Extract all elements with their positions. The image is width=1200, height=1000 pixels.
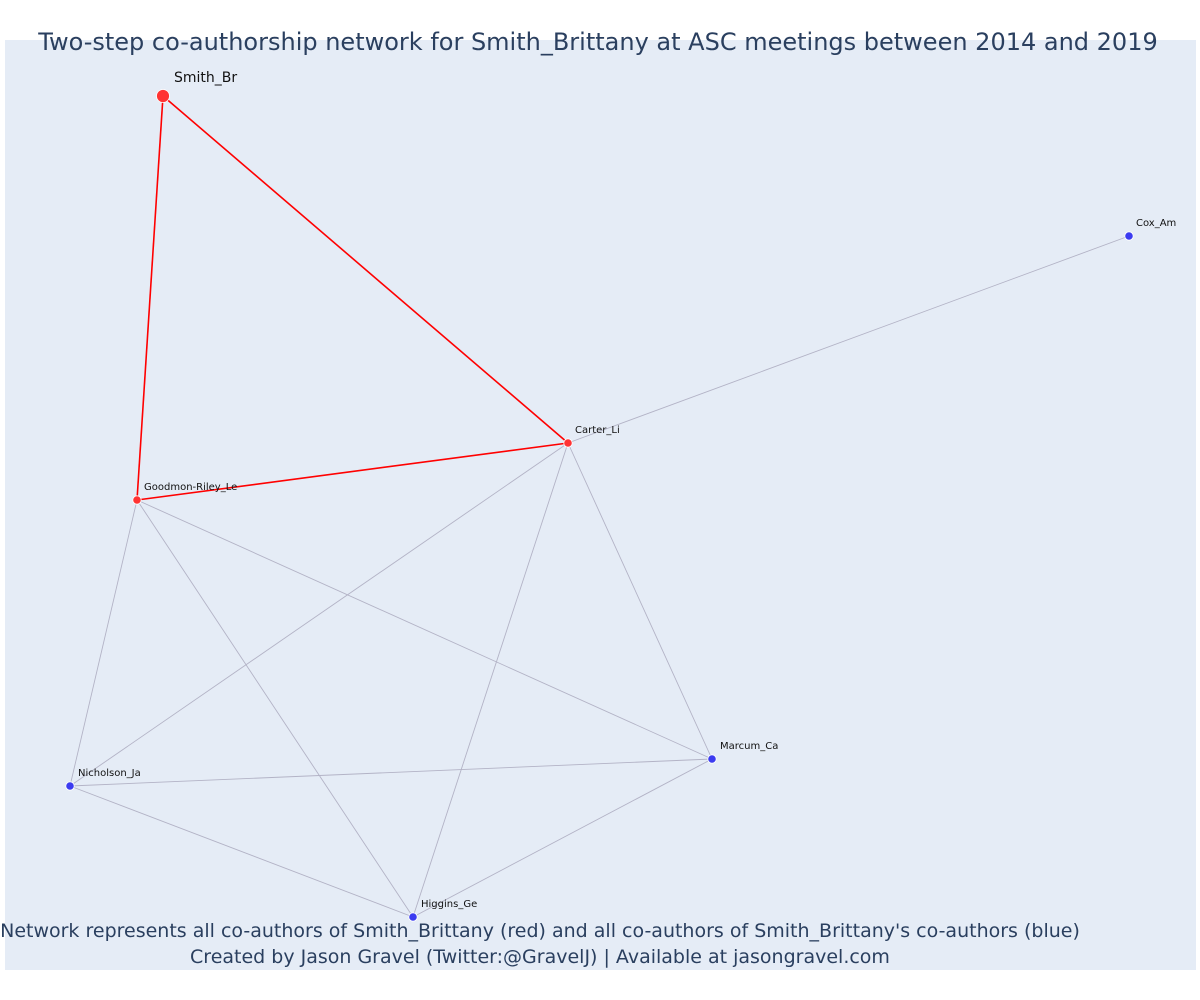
- edge-Higgins_Ge-Marcum_Ca: [412, 758, 713, 918]
- edge-Nicholson_Ja-Marcum_Ca: [69, 758, 713, 787]
- edge-layer: [69, 95, 1130, 918]
- edge-Carter_Li-Higgins_Ge: [412, 442, 569, 918]
- node-Goodmon-Riley_Le[interactable]: [132, 495, 142, 505]
- node-layer: [65, 89, 1134, 922]
- edge-Carter_Li-Nicholson_Ja: [69, 442, 569, 787]
- node-label-Higgins_Ge: Higgins_Ge: [421, 899, 477, 910]
- caption-line-2: Created by Jason Gravel (Twitter:@Gravel…: [190, 946, 890, 968]
- edge-Goodmon-Riley_Le-Nicholson_Ja: [69, 499, 138, 787]
- caption-line-1: Network represents all co-authors of Smi…: [0, 920, 1080, 942]
- node-Nicholson_Ja[interactable]: [65, 781, 75, 791]
- edge-Smith_Br-Carter_Li: [162, 95, 569, 444]
- node-Cox_Am[interactable]: [1124, 231, 1134, 241]
- node-Smith_Br[interactable]: [156, 89, 170, 103]
- edge-Smith_Br-Goodmon-Riley_Le: [136, 95, 164, 501]
- node-Higgins_Ge[interactable]: [408, 912, 418, 922]
- node-Carter_Li[interactable]: [563, 438, 573, 448]
- caption: Network represents all co-authors of Smi…: [0, 918, 1080, 970]
- edge-Nicholson_Ja-Higgins_Ge: [69, 785, 414, 918]
- node-label-Marcum_Ca: Marcum_Ca: [720, 741, 778, 752]
- node-label-Cox_Am: Cox_Am: [1136, 218, 1176, 229]
- node-label-Smith_Br: Smith_Br: [174, 70, 237, 86]
- node-label-Nicholson_Ja: Nicholson_Ja: [78, 768, 141, 779]
- edge-Carter_Li-Marcum_Ca: [567, 442, 713, 760]
- node-Marcum_Ca[interactable]: [707, 754, 717, 764]
- plot-area: [5, 40, 1196, 970]
- chart-title: Two-step co-authorship network for Smith…: [38, 28, 1158, 56]
- edge-Carter_Li-Cox_Am: [567, 235, 1130, 444]
- edge-Goodmon-Riley_Le-Higgins_Ge: [136, 499, 414, 918]
- edge-Goodmon-Riley_Le-Marcum_Ca: [136, 499, 713, 760]
- node-label-Carter_Li: Carter_Li: [575, 425, 620, 436]
- edge-Carter_Li-Goodmon-Riley_Le: [136, 442, 569, 501]
- node-label-Goodmon-Riley_Le: Goodmon-Riley_Le: [144, 482, 237, 493]
